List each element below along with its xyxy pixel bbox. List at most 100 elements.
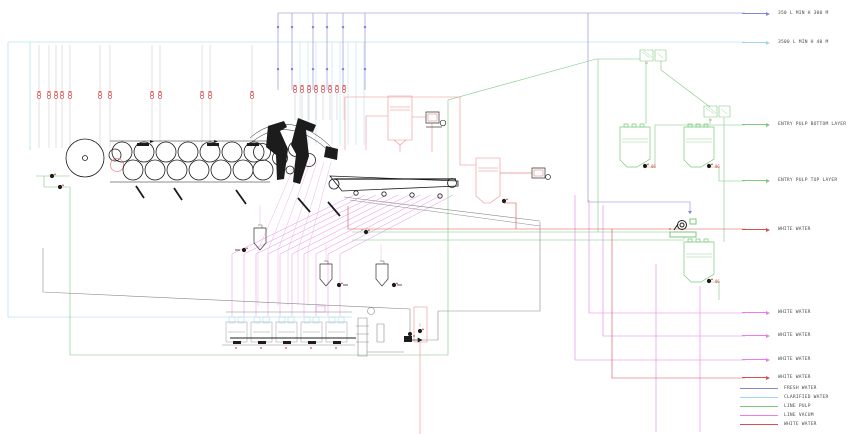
flow-label-clarified-water-supply: 3500 L MIN H 40 M — [742, 40, 828, 45]
legend-label: WHITE WATER — [784, 422, 817, 427]
vacuum-pipes — [232, 195, 745, 432]
stock-prep-equipment — [619, 49, 731, 283]
forming-section — [324, 146, 458, 198]
tank-2-pump — [706, 163, 713, 169]
reel-drum — [66, 139, 104, 177]
legend-line-swatch — [740, 406, 778, 407]
vacuum-pump-row — [222, 308, 422, 357]
white-water-light-pipes — [345, 96, 500, 434]
valve-tick-markers — [276, 26, 692, 214]
leader-line — [742, 312, 766, 313]
felt-roll-bars — [137, 140, 259, 146]
flow-label-text: ENTRY PULP TOP LAYER — [778, 178, 838, 183]
pulp-tank-3 — [683, 238, 715, 283]
arrow-right-icon — [766, 227, 770, 232]
pump-bases — [233, 341, 341, 344]
vessel-2-pump — [336, 282, 343, 288]
legend-label: LINE VACUM — [784, 413, 814, 418]
drain-pipes — [43, 197, 540, 340]
vessel-1-pump — [241, 247, 248, 253]
flow-label-text: WHITE WATER — [778, 310, 811, 315]
shower-sprays — [37, 45, 346, 148]
vacuum-pipes-pink — [258, 162, 381, 306]
flow-label-white-water-3: WHITE WATER — [742, 333, 811, 338]
legend-label: CLARIFIED WATER — [784, 395, 829, 400]
standpipe-pump — [417, 328, 424, 334]
misc-pumps — [49, 112, 713, 334]
leader-line — [742, 13, 766, 14]
flow-label-white-water-5: WHITE WATER — [742, 375, 811, 380]
leader-line — [742, 229, 766, 230]
legend-item-white-water: WHITE WATER — [740, 422, 817, 427]
fan-pump-unit-a — [426, 112, 446, 127]
leader-line — [742, 124, 766, 125]
pulp-tank-1 — [619, 123, 651, 168]
seal-pit-pump — [404, 332, 422, 342]
dryer-cylinders-top-row — [112, 142, 264, 162]
legend-line-swatch — [740, 388, 778, 389]
flow-label-entry-pulp-top: ENTRY PULP TOP LAYER — [742, 178, 837, 183]
wire-pit-pump — [501, 198, 508, 204]
flow-label-entry-pulp-bottom: ENTRY PULP BOTTOM LAYER — [742, 122, 846, 127]
arrow-right-icon — [766, 11, 770, 16]
arrow-right-icon — [766, 375, 770, 380]
legend-item-line-pulp: LINE PULP — [740, 404, 811, 409]
flow-label-white-water-4: WHITE WATER — [742, 357, 811, 362]
pump-tag-3: 06 — [715, 279, 720, 284]
forming-wire — [330, 176, 458, 191]
vessel-3 — [375, 260, 389, 287]
seal-water-ports — [229, 317, 344, 323]
arrow-right-icon — [766, 310, 770, 315]
flow-label-white-water-2: WHITE WATER — [742, 310, 811, 315]
leader-line — [742, 359, 766, 360]
flow-label-fresh-water-supply: 350 L MIN H 300 M — [742, 11, 828, 16]
felt-run-lines — [110, 141, 270, 182]
flow-label-text: WHITE WATER — [778, 357, 811, 362]
pump-status-dots — [235, 347, 337, 349]
spray-valve-icons — [37, 85, 346, 99]
legend-label: FRESH WATER — [784, 386, 817, 391]
cleaner-unit-2 — [703, 105, 731, 118]
clarified-water-pipes — [8, 42, 745, 317]
legend-line-swatch — [740, 424, 778, 425]
headbox — [324, 146, 338, 160]
legend-item-clarified-water: CLARIFIED WATER — [740, 395, 829, 400]
leader-line — [742, 335, 766, 336]
fan-pump-unit-b — [532, 168, 551, 180]
legend-item-fresh-water: FRESH WATER — [740, 386, 817, 391]
flow-label-text: 3500 L MIN H 40 M — [778, 40, 829, 45]
pump-tag-1: 06 — [651, 164, 656, 169]
flow-label-text: WHITE WATER — [778, 375, 811, 380]
legend-line-swatch — [740, 415, 778, 416]
leader-line — [742, 377, 766, 378]
flow-label-white-water-1: WHITE WATER — [742, 227, 811, 232]
arrow-right-icon — [766, 178, 770, 183]
legend-line-swatch — [740, 397, 778, 398]
vacuum-pump-cells — [226, 322, 347, 342]
arrow-right-icon — [766, 357, 770, 362]
legend-item-line-vacum: LINE VACUM — [740, 413, 814, 418]
tank-3-pump — [706, 278, 713, 284]
arrow-right-icon — [766, 40, 770, 45]
flow-label-text: ENTRY PULP BOTTOM LAYER — [778, 122, 847, 127]
cleaner-unit-1 — [639, 49, 667, 62]
dryer-cylinders-bottom-row — [123, 160, 273, 180]
press-section — [250, 118, 332, 184]
saveall-vessels — [235, 224, 402, 288]
arrow-right-icon — [766, 122, 770, 127]
doctor-blades — [136, 186, 340, 216]
pulper-unit — [669, 219, 696, 237]
fresh-water-pipes — [276, 13, 745, 214]
leader-line — [742, 42, 766, 43]
pulp-pipes — [36, 59, 745, 355]
legend-label: LINE PULP — [784, 404, 811, 409]
vessel-2 — [319, 260, 333, 287]
flow-label-text: WHITE WATER — [778, 227, 811, 232]
flow-label-text: 350 L MIN H 300 M — [778, 11, 829, 16]
flow-label-text: WHITE WATER — [778, 333, 811, 338]
tank-1-pump — [642, 163, 649, 169]
pulp-tank-2 — [683, 123, 715, 168]
leader-line — [742, 180, 766, 181]
